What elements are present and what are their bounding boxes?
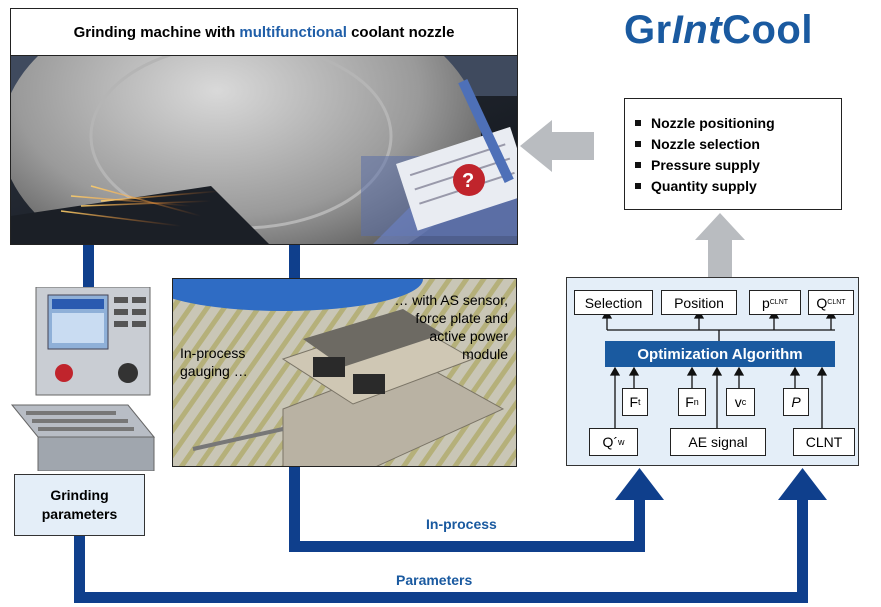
- caption-right-line: force plate and: [415, 310, 508, 326]
- sensor-caption-left: In-process gauging …: [180, 344, 248, 380]
- params-line2: parameters: [41, 506, 118, 522]
- input-label: CLNT: [805, 434, 843, 450]
- caption-right-line: module: [462, 346, 508, 362]
- brand-a: Gr: [624, 8, 672, 52]
- grinding-machine-photo: ?: [10, 55, 518, 245]
- output-sub: CLNT: [769, 299, 789, 306]
- brand-b: Int: [671, 8, 723, 52]
- svg-text:?: ?: [462, 170, 474, 192]
- nozzle-item: Nozzle positioning: [635, 113, 841, 134]
- input-sub: c: [741, 397, 747, 407]
- output-label: Selection: [584, 294, 643, 311]
- input-label: P: [791, 394, 801, 410]
- title-part2: coolant nozzle: [346, 23, 455, 41]
- input-label: AE signal: [688, 434, 748, 450]
- input-sub: t: [638, 397, 641, 407]
- caption-right-line: active power: [429, 328, 508, 344]
- output-position: Position: [661, 290, 737, 315]
- machine-controller-illustration: [10, 287, 156, 471]
- nozzle-item: Pressure supply: [635, 155, 841, 176]
- algorithm-title: Optimization Algorithm: [637, 345, 803, 363]
- title-box: Grinding machine with multifunctional co…: [10, 8, 518, 56]
- output-sub: CLNT: [827, 299, 846, 306]
- input-qw: Q´w: [589, 428, 638, 456]
- parameters-arrowhead: [778, 468, 827, 500]
- grey-arrow-left: [520, 120, 594, 172]
- nozzle-item: Quantity supply: [635, 176, 841, 197]
- optimization-algorithm-bar: Optimization Algorithm: [605, 341, 835, 367]
- nozzle-functions-box: Nozzle positioning Nozzle selection Pres…: [624, 98, 842, 210]
- title-highlight: multifunctional: [239, 23, 347, 41]
- sensor-photo: … with AS sensor, force plate and active…: [172, 278, 517, 467]
- input-sub: n: [693, 397, 699, 407]
- grey-arrow-up: [695, 213, 745, 277]
- parameters-label: Parameters: [396, 572, 473, 588]
- flow-line-photo-sensor: [289, 245, 300, 279]
- caption-left-line: In-process: [180, 345, 246, 361]
- caption-right-line: … with AS sensor,: [394, 292, 508, 308]
- in-process-arrowhead: [615, 468, 664, 500]
- input-ae-signal: AE signal: [670, 428, 766, 456]
- flow-line-photo-controller: [83, 245, 94, 290]
- output-label: p: [761, 294, 770, 311]
- input-label: F: [629, 394, 639, 410]
- brand-c: Cool: [722, 8, 813, 52]
- input-sub: w: [618, 437, 625, 447]
- input-clnt: CLNT: [793, 428, 855, 456]
- grinding-parameters-box: Grinding parameters: [14, 474, 145, 536]
- caption-left-line: gauging …: [180, 363, 248, 379]
- in-process-label: In-process: [426, 516, 497, 532]
- input-label: Q´: [602, 434, 619, 450]
- brand-logo: GrIntCool: [624, 8, 813, 53]
- output-label: Position: [674, 294, 724, 311]
- title-part1: Grinding machine with: [73, 23, 240, 41]
- output-selection: Selection: [574, 290, 653, 315]
- input-label: v: [734, 394, 742, 410]
- sensor-caption-right: … with AS sensor, force plate and active…: [394, 291, 508, 363]
- output-label: Q: [816, 294, 828, 311]
- input-power: P: [783, 388, 809, 416]
- input-label: F: [685, 394, 694, 410]
- params-line1: Grinding: [50, 487, 109, 503]
- nozzle-item: Nozzle selection: [635, 134, 841, 155]
- nozzle-functions-list: Nozzle positioning Nozzle selection Pres…: [625, 99, 841, 197]
